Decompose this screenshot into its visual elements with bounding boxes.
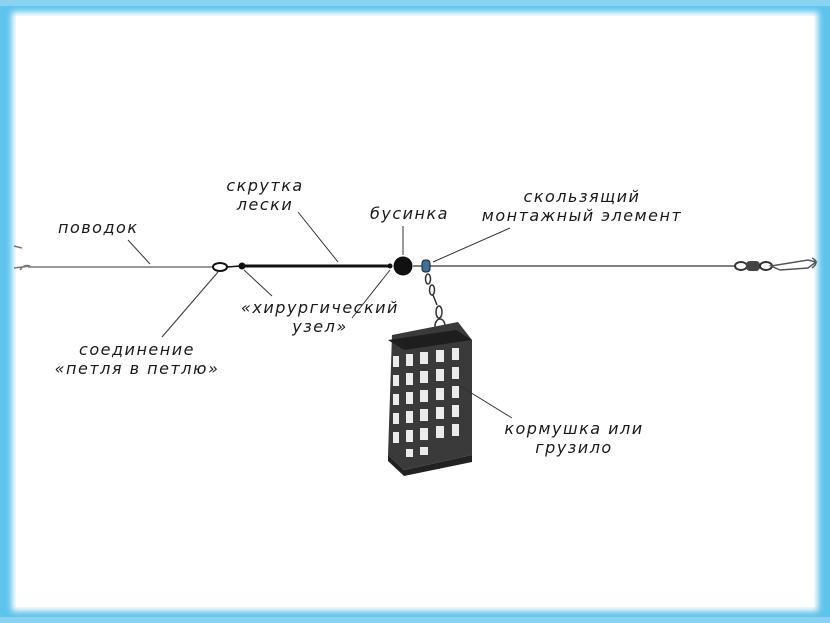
label-pointers xyxy=(127,211,513,419)
label-surgical-knot: «хирургический узел» xyxy=(241,298,399,336)
label-bead: бусинка xyxy=(370,204,449,223)
diagram-canvas xyxy=(16,16,814,607)
surgical-knot xyxy=(238,262,246,270)
leader-hook-end xyxy=(13,245,31,271)
twist-end-knot xyxy=(387,263,393,269)
sliding-element xyxy=(421,259,431,273)
swivel xyxy=(734,257,818,271)
bead xyxy=(393,256,413,276)
feeder-cage xyxy=(388,322,472,476)
loop-connection xyxy=(212,262,228,272)
label-sliding-element: скользящий монтажный элемент xyxy=(481,187,683,225)
label-feeder: кормушка или грузило xyxy=(504,419,644,457)
label-loop-connection: соединение «петля в петлю» xyxy=(54,340,220,378)
label-line-twist: скрутка лески xyxy=(226,176,304,214)
label-leader: поводок xyxy=(58,218,139,237)
feeder-chain xyxy=(424,273,446,334)
